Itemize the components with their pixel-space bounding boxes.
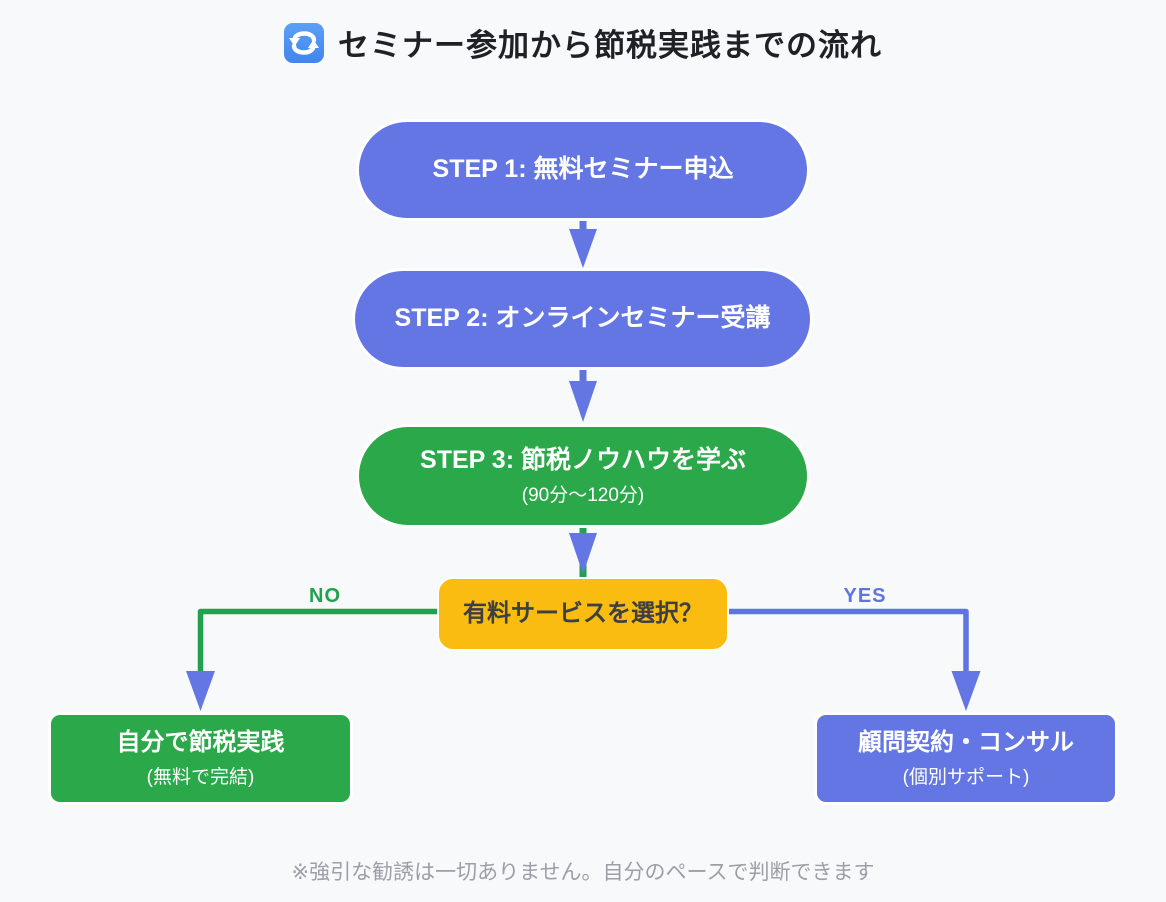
flow-node-outcome-yes-label: 顧問契約・コンサル (858, 729, 1074, 756)
flow-node-decision-label: 有料サービスを選択？ (463, 600, 703, 627)
footer-note: ※強引な勧誘は一切ありません。自分のペースで判断できます (291, 861, 875, 884)
flow-node-step2-label: STEP 2: オンラインセミナー受講 (394, 304, 771, 333)
flow-node-outcome-no-sublabel: (無料で完結) (146, 767, 255, 788)
arrow-branch-no (186, 608, 438, 711)
arrow-step2-step3 (569, 368, 597, 422)
flow-node-outcome-yes: 顧問契約・コンサル (個別サポート) (814, 712, 1118, 805)
flow-node-outcome-no: 自分で節税実践 (無料で完結) (48, 712, 353, 805)
arrow-step3-decision (569, 526, 597, 578)
flow-node-step3-sublabel: (90分〜120分) (521, 485, 645, 507)
branch-label-yes: YES (843, 585, 887, 607)
branch-label-no: NO (309, 585, 341, 607)
flow-node-step1-label: STEP 1: 無料セミナー申込 (432, 155, 734, 184)
flow-node-step2: STEP 2: オンラインセミナー受講 (352, 268, 813, 370)
arrow-step1-step2 (569, 218, 597, 268)
page-title: セミナー参加から節税実践までの流れ (0, 20, 1166, 65)
arrow-branch-yes (728, 608, 981, 711)
flow-node-step1: STEP 1: 無料セミナー申込 (356, 119, 810, 221)
counterclockwise-arrows-icon (284, 22, 324, 63)
page-title-text: セミナー参加から節税実践までの流れ (338, 28, 882, 63)
flow-node-step3-label: STEP 3: 節税ノウハウを学ぶ (420, 445, 746, 474)
flow-node-step3: STEP 3: 節税ノウハウを学ぶ (90分〜120分) (356, 424, 810, 528)
flow-node-outcome-no-label: 自分で節税実践 (116, 729, 285, 756)
flow-node-outcome-yes-sublabel: (個別サポート) (902, 767, 1030, 788)
flow-node-decision: 有料サービスを選択？ (437, 577, 729, 651)
